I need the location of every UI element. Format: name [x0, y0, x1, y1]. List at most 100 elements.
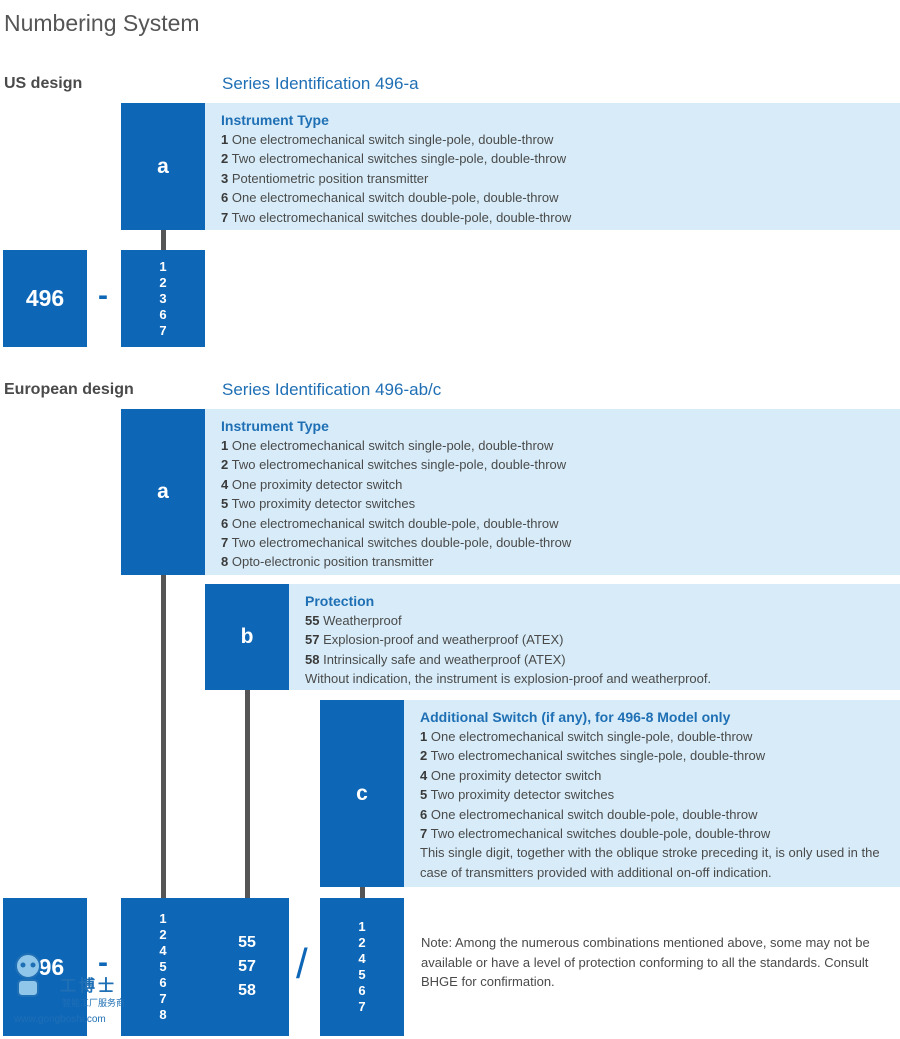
us-model-number: 496	[25, 285, 65, 311]
us-box-a: a	[121, 103, 205, 230]
us-instrument-type-item-code: 3	[221, 170, 229, 186]
eu-protection-item: 55 Weatherproof	[305, 611, 890, 630]
eu-additional-switch-item-text: One electromechanical switch double-pole…	[427, 806, 758, 822]
us-instrument-type-item-code: 7	[221, 209, 229, 225]
us-instrument-type-item-code: 6	[221, 190, 229, 206]
eu-additional-switch-item-code: 4	[420, 767, 428, 783]
eu-a-digit: 6	[159, 975, 167, 990]
eu-instrument-type-item: 1 One electromechanical switch single-po…	[221, 436, 890, 455]
eu-a-digit: 1	[159, 911, 167, 926]
eu-additional-switch-item-text: One proximity detector switch	[427, 767, 602, 783]
eu-protection-heading: Protection	[305, 593, 375, 609]
eu-instrument-type-item-code: 1	[221, 438, 229, 453]
eu-c-digit: 6	[358, 983, 366, 998]
us-instrument-type-item-code: 1	[221, 132, 229, 147]
eu-instrument-type-item-text: One electromechanical switch single-pole…	[228, 438, 554, 453]
eu-protection-item-text: Weatherproof	[319, 613, 402, 628]
eu-box-b-label: b	[240, 625, 254, 648]
eu-additional-switch-footer: This single digit, together with the obl…	[420, 845, 880, 880]
eu-additional-switch-heading: Additional Switch (if any), for 496-8 Mo…	[420, 709, 731, 725]
eu-instrument-type-item: 7 Two electromechanical switches double-…	[221, 533, 890, 552]
eu-instrument-type-item-code: 4	[221, 476, 229, 492]
us-instrument-type-item: 2 Two electromechanical switches single-…	[221, 149, 890, 168]
eu-series-identification: Series Identification 496-ab/c	[222, 380, 442, 399]
us-instrument-type-item-text: Two electromechanical switches double-po…	[228, 209, 572, 225]
eu-protection-footer: Without indication, the instrument is ex…	[305, 671, 712, 687]
watermark-chinese-name: 工博士	[60, 978, 118, 995]
eu-instrument-type-item-text: Two electromechanical switches single-po…	[228, 457, 567, 473]
eu-dash: -	[98, 946, 108, 979]
us-instrument-type-item-text: One electromechanical switch double-pole…	[228, 190, 559, 206]
eu-box-c: c	[320, 700, 404, 887]
us-digit: 1	[159, 258, 167, 274]
us-design-title: US design	[4, 75, 83, 92]
eu-additional-switch-item: 6 One electromechanical switch double-po…	[420, 805, 886, 824]
eu-protection-item: 58 Intrinsically safe and weatherproof (…	[305, 650, 890, 669]
eu-protection-item-text: Explosion-proof and weatherproof (ATEX)	[319, 632, 564, 648]
eu-instrument-type-item-text: Opto-electronic position transmitter	[228, 554, 434, 570]
eu-additional-switch-item: 4 One proximity detector switch	[420, 766, 886, 785]
us-connector-line	[161, 230, 166, 250]
us-dash: -	[98, 279, 108, 312]
eu-protection-item-code: 57	[305, 632, 320, 648]
eu-b-digit: 57	[238, 958, 256, 975]
robot-mascot-logo	[8, 950, 48, 1006]
eu-a-digit: 7	[159, 991, 167, 1006]
eu-instrument-type-panel: Instrument Type 1 One electromechanical …	[205, 409, 900, 575]
eu-instrument-type-item-text: Two proximity detector switches	[228, 496, 416, 512]
eu-box-c-label: c	[356, 781, 368, 805]
eu-instrument-type-item: 4 One proximity detector switch	[221, 475, 890, 494]
eu-connector-line-b	[245, 690, 250, 898]
eu-b-digit: 55	[238, 934, 256, 951]
eu-additional-switch-item-text: Two electromechanical switches single-po…	[427, 748, 766, 764]
eu-protection-item-code: 55	[305, 613, 320, 628]
eu-protection-item-code: 58	[305, 651, 320, 667]
us-instrument-type-item: 3 Potentiometric position transmitter	[221, 169, 890, 188]
eu-instrument-type-item-text: One proximity detector switch	[228, 476, 403, 492]
eu-c-digit: 5	[358, 967, 366, 982]
eu-additional-switch-panel: Additional Switch (if any), for 496-8 Mo…	[404, 700, 900, 887]
eu-slash: /	[296, 940, 308, 987]
eu-instrument-type-item: 5 Two proximity detector switches	[221, 494, 890, 513]
eu-instrument-type-item-text: One electromechanical switch double-pole…	[228, 515, 559, 531]
us-box-a-label: a	[157, 154, 169, 178]
eu-instrument-type-item-code: 7	[221, 535, 229, 551]
eu-instrument-type-item-code: 8	[221, 554, 229, 570]
us-instrument-type-item-text: One electromechanical switch single-pole…	[228, 132, 554, 147]
eu-connector-line-c	[360, 887, 365, 898]
us-instrument-type-item-text: Potentiometric position transmitter	[228, 170, 429, 186]
eu-c-digit: 2	[358, 935, 366, 950]
us-digit: 3	[159, 290, 167, 306]
eu-c-digit: 4	[358, 951, 366, 966]
us-instrument-type-item: 7 Two electromechanical switches double-…	[221, 208, 890, 227]
eu-additional-switch-item-text: One electromechanical switch single-pole…	[427, 729, 753, 744]
eu-instrument-type-item: 2 Two electromechanical switches single-…	[221, 455, 890, 474]
us-series-identification: Series Identification 496-a	[222, 74, 419, 93]
us-instrument-type-heading: Instrument Type	[221, 112, 329, 128]
us-model-box: 496	[3, 250, 87, 347]
us-instrument-type-item: 1 One electromechanical switch single-po…	[221, 130, 890, 149]
us-digit: 6	[159, 306, 167, 322]
eu-protection-item-text: Intrinsically safe and weatherproof (ATE…	[319, 651, 566, 667]
eu-design-title: European design	[4, 381, 134, 398]
eu-additional-switch-item: 7 Two electromechanical switches double-…	[420, 824, 886, 843]
eu-connector-line-a	[161, 575, 166, 898]
eu-additional-switch-item-code: 6	[420, 806, 428, 822]
eu-a-digit: 4	[159, 943, 167, 958]
eu-additional-switch-item-code: 1	[420, 729, 428, 744]
eu-protection-item: 57 Explosion-proof and weatherproof (ATE…	[305, 630, 890, 649]
eu-additional-switch-item: 2 Two electromechanical switches single-…	[420, 746, 886, 765]
eu-instrument-type-list: 1 One electromechanical switch single-po…	[221, 436, 890, 572]
eu-box-b: b	[205, 584, 289, 690]
page-title: Numbering System	[4, 10, 200, 36]
eu-note: Note: Among the numerous combinations me…	[421, 935, 870, 989]
eu-additional-switch-item-code: 7	[420, 826, 428, 842]
us-instrument-type-panel: Instrument Type 1 One electromechanical …	[205, 103, 900, 230]
watermark-url: www.gongboshi.com	[14, 1014, 106, 1025]
eu-c-digit: 1	[358, 919, 366, 934]
